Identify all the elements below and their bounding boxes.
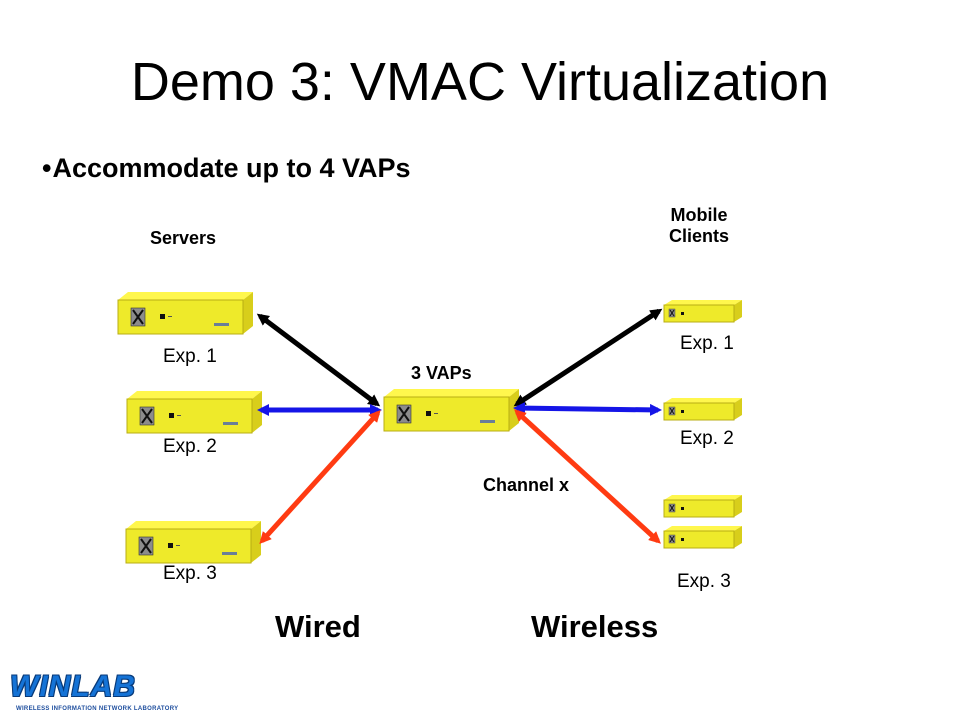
wireless-caption: Wireless bbox=[531, 609, 659, 644]
client-exp-2-wireless-link bbox=[513, 402, 662, 416]
bullet-point: •Accommodate up to 4 VAPs bbox=[42, 155, 411, 182]
slide-title: Demo 3: VMAC Virtualization bbox=[130, 52, 830, 112]
client-exp-3a-device-icon bbox=[663, 494, 743, 518]
client-exp-3-wireless-link bbox=[514, 409, 661, 544]
wired-caption: Wired bbox=[275, 609, 361, 644]
bullet-text: Accommodate up to 4 VAPs bbox=[52, 153, 411, 183]
mobile-clients-heading-line-2: Clients bbox=[669, 225, 730, 246]
client-exp-1-device-icon bbox=[663, 299, 743, 323]
client-exp-3b-device-icon bbox=[663, 525, 743, 549]
client-exp-3-label: Exp. 3 bbox=[677, 571, 731, 592]
server-exp-3-label: Exp. 3 bbox=[163, 563, 217, 584]
winlab-logo: WINLAB WIRELESS INFORMATION NETWORK LABO… bbox=[10, 670, 180, 716]
bullet-icon: • bbox=[42, 153, 52, 183]
client-exp-2-label: Exp. 2 bbox=[680, 428, 734, 449]
client-exp-1-wireless-link bbox=[513, 308, 663, 407]
channel-label: Channel x bbox=[483, 475, 570, 495]
client-exp-2-device-icon bbox=[663, 397, 743, 421]
servers-heading: Servers bbox=[150, 228, 217, 248]
server-exp-1-device-icon bbox=[117, 291, 254, 335]
mobile-clients-heading: Mobile Clients bbox=[669, 205, 729, 246]
mobile-clients-heading-line-1: Mobile bbox=[670, 205, 728, 225]
winlab-logo-wordmark: WINLAB bbox=[10, 670, 136, 703]
server-exp-1-label: Exp. 1 bbox=[163, 346, 217, 367]
winlab-logo-subtitle: WIRELESS INFORMATION NETWORK LABORATORY bbox=[16, 706, 179, 712]
server-exp-2-device-icon bbox=[126, 390, 263, 434]
server-exp-3-wired-link bbox=[259, 410, 381, 544]
server-exp-1-wired-link bbox=[256, 313, 381, 407]
vap-access-point-icon bbox=[383, 388, 520, 432]
client-exp-1-label: Exp. 1 bbox=[680, 333, 734, 354]
vaps-label: 3 VAPs bbox=[411, 363, 472, 383]
server-exp-3-device-icon bbox=[125, 520, 262, 564]
server-exp-2-label: Exp. 2 bbox=[163, 436, 217, 457]
